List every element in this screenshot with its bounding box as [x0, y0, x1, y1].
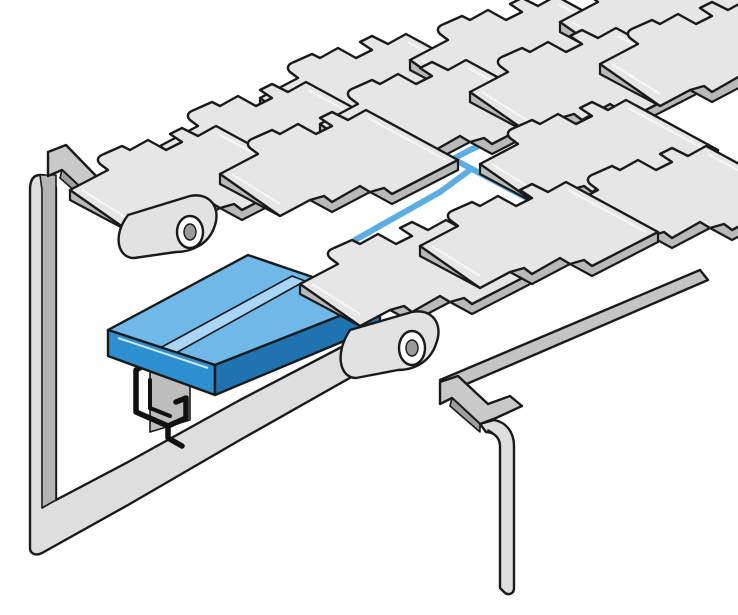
slat-top-chain-plate [68, 0, 738, 328]
side-frame-left-edge [39, 174, 57, 509]
hinge-knuckle-front-pin [405, 339, 419, 357]
c-channel-outline [133, 359, 189, 449]
side-frame-right-lip [438, 374, 524, 426]
side-frame-right-face [478, 418, 516, 596]
side-frame-right [438, 374, 524, 596]
side-frame-left [28, 143, 357, 556]
c-channel-inner-line [148, 378, 172, 418]
side-frame-right-seam [487, 429, 501, 589]
side-frame-right-lip-shadow [449, 397, 481, 433]
hinge-knuckles [117, 194, 440, 380]
hinge-knuckle-left-pin [183, 223, 197, 241]
gap-line-diagonal-2 [352, 167, 473, 243]
wear-strip-highlight [117, 337, 209, 369]
